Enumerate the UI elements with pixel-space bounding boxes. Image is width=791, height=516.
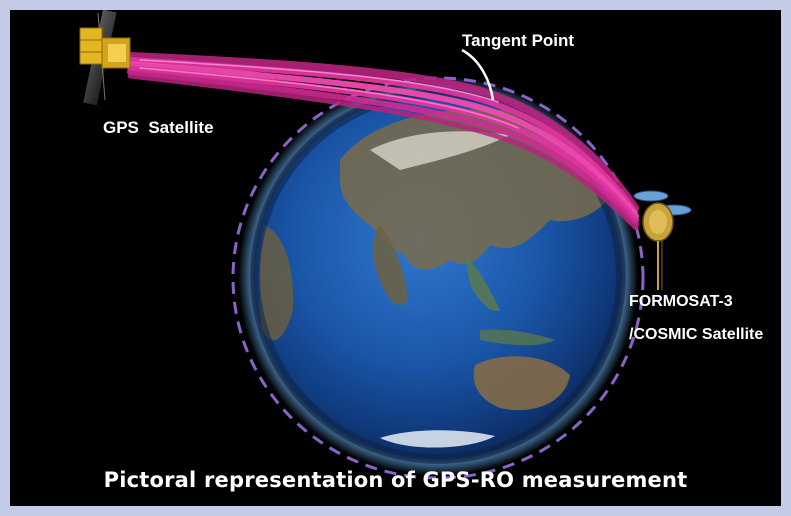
diagram-panel: Tangent Point GPS Satellite FORMOSAT-3 /… xyxy=(10,10,781,506)
cosmic-satellite-label-line2: /COSMIC Satellite xyxy=(629,326,764,343)
diagram-caption: Pictoral representation of GPS-RO measur… xyxy=(103,468,688,492)
gps-satellite-icon xyxy=(79,10,131,106)
cosmic-satellite-label-line1: FORMOSAT-3 xyxy=(629,293,733,310)
diagram-scene xyxy=(79,10,692,480)
tangent-point-label: Tangent Point xyxy=(462,31,575,50)
orbit-path xyxy=(231,76,645,480)
gps-satellite-label: GPS Satellite xyxy=(103,118,214,137)
signal-ray-bundle xyxy=(126,52,639,231)
cosmic-satellite-icon xyxy=(633,190,692,290)
tangent-point-marker xyxy=(461,48,495,101)
